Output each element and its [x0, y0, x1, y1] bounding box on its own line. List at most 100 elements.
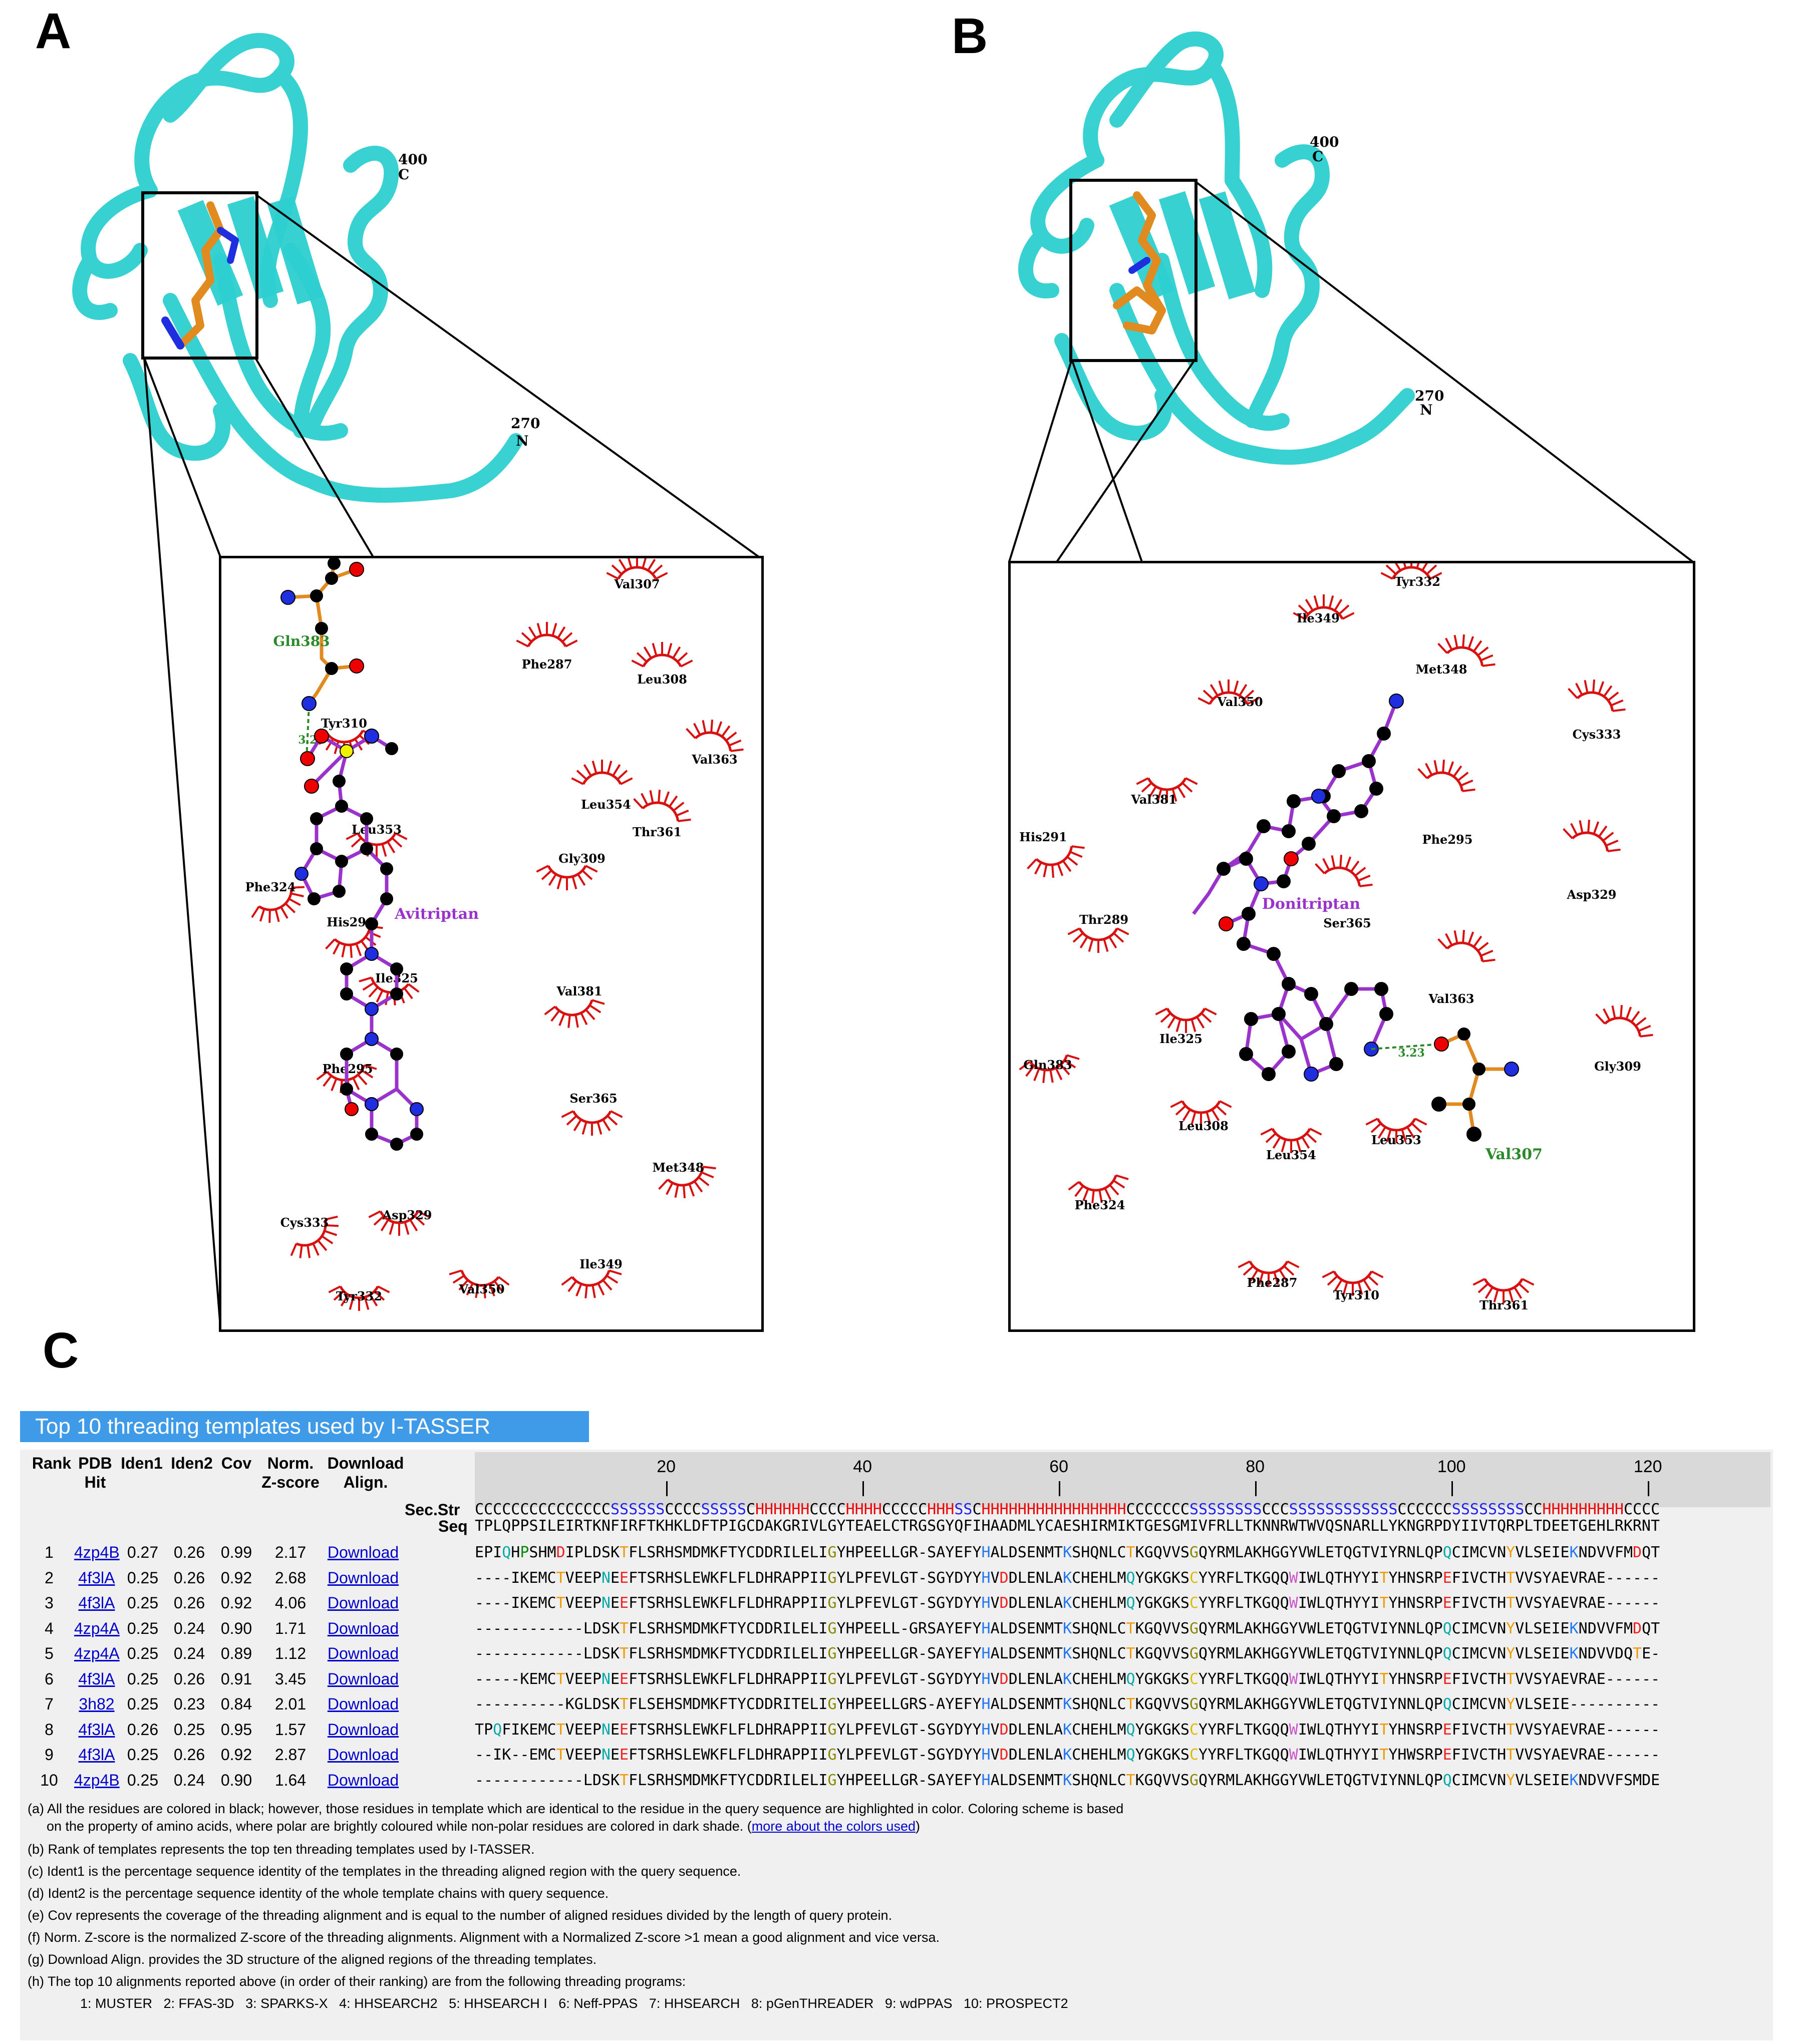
atom	[390, 1138, 403, 1151]
alignment-char: V	[1515, 1619, 1525, 1637]
row-z: 1.12	[274, 1644, 307, 1662]
pdb-hit-link[interactable]: 4f3lA	[78, 1568, 115, 1587]
download-link[interactable]: Download	[327, 1669, 399, 1688]
alignment-char: N	[601, 1670, 611, 1688]
atom	[390, 962, 403, 975]
alignment-char: Q	[1424, 1645, 1434, 1662]
alignment-sequence: TPQFIKEMCTVEEPNEEFTSRHSLEWKFLFLDHRAPPIIG…	[475, 1721, 1660, 1739]
alignment-char: Y	[1506, 1645, 1516, 1662]
alignment-char: L	[638, 1619, 647, 1637]
alignment-char: E	[1442, 1594, 1452, 1612]
alignment-char: -	[1623, 1670, 1633, 1688]
alignment-char: Y	[737, 1645, 746, 1662]
alignment-char: H	[764, 1721, 774, 1739]
alignment-char: H	[1099, 1569, 1108, 1587]
alignment-char: V	[1298, 1771, 1307, 1789]
pdb-hit-link[interactable]: 4f3lA	[78, 1720, 115, 1739]
secstr-char: H	[1587, 1501, 1597, 1518]
alignment-char: G	[1280, 1771, 1289, 1789]
pdb-hit-link[interactable]: 4zp4A	[74, 1644, 120, 1662]
alignment-char: M	[1623, 1544, 1633, 1561]
alignment-char: Y	[945, 1645, 955, 1662]
atom	[340, 1083, 353, 1096]
alignment-char: -	[927, 1695, 937, 1713]
hydrophobic-contact-arc	[1198, 679, 1260, 705]
alignment-char: N	[601, 1569, 611, 1587]
alignment-char: Y	[1388, 1670, 1398, 1688]
download-link[interactable]: Download	[327, 1720, 399, 1739]
alignment-char: H	[665, 1721, 674, 1739]
alignment-char: T	[909, 1594, 919, 1612]
alignment-char: P	[484, 1721, 493, 1739]
pdb-hit-link[interactable]: 4zp4A	[74, 1619, 120, 1637]
table-area	[20, 1450, 1773, 2040]
alignment-char: F	[1451, 1594, 1461, 1612]
alignment-char: L	[1108, 1544, 1117, 1561]
alignment-char: F	[1451, 1721, 1461, 1739]
residue-label: Leu308	[637, 672, 687, 687]
ruler-tick-label: 100	[1437, 1457, 1466, 1476]
alignment-char: Y	[1199, 1746, 1208, 1764]
alignment-char: M	[1226, 1619, 1235, 1637]
alignment-char: L	[1108, 1746, 1117, 1764]
alignment-char: H	[1099, 1746, 1108, 1764]
alignment-char: -	[511, 1771, 520, 1789]
arc-spokes	[658, 1166, 716, 1198]
alignment-char: H	[1099, 1594, 1108, 1612]
alignment-char: -	[1642, 1746, 1651, 1764]
alignment-char: F	[963, 1771, 973, 1789]
secstr-char: H	[1008, 1501, 1018, 1518]
alignment-char: K	[710, 1544, 719, 1561]
alignment-char: -	[1614, 1721, 1624, 1739]
alignment-char: S	[927, 1721, 937, 1739]
pdb-hit-link[interactable]: 3h82	[79, 1695, 115, 1713]
ruler-tick	[862, 1481, 864, 1496]
residue-label: Leu354	[581, 797, 631, 812]
alignment-char: Q	[1424, 1544, 1434, 1561]
download-link[interactable]: Download	[327, 1594, 399, 1612]
alignment-char: N	[1397, 1645, 1407, 1662]
download-link[interactable]: Download	[327, 1695, 399, 1713]
alignment-char: S	[1533, 1746, 1543, 1764]
alignment-char: G	[1280, 1695, 1289, 1713]
alignment-char: V	[1488, 1619, 1498, 1637]
alignment-char: Y	[1199, 1594, 1208, 1612]
alignment-char: P	[520, 1544, 529, 1561]
download-link[interactable]: Download	[327, 1543, 399, 1561]
alignment-char: G	[1144, 1645, 1153, 1662]
download-link[interactable]: Download	[327, 1619, 399, 1637]
secstr-label: Sec.Str	[405, 1501, 460, 1519]
pdb-hit-link[interactable]: 4zp4B	[74, 1771, 120, 1789]
alignment-char: C	[1117, 1619, 1126, 1637]
download-link[interactable]: Download	[327, 1568, 399, 1587]
alignment-char: L	[881, 1771, 891, 1789]
alignment-char: D	[1008, 1746, 1018, 1764]
pdb-hit-link[interactable]: 4zp4B	[74, 1543, 120, 1561]
term-n-b: N	[1420, 402, 1433, 418]
alignment-char: V	[1162, 1771, 1171, 1789]
pdb-hit-link[interactable]: 4f3lA	[78, 1746, 115, 1764]
alignment-char: P	[854, 1771, 864, 1789]
download-link[interactable]: Download	[327, 1771, 399, 1789]
pdb-hit-link[interactable]: 4f3lA	[78, 1594, 115, 1612]
pdb-hit-link[interactable]: 4f3lA	[78, 1669, 115, 1688]
alignment-char: V	[1596, 1771, 1606, 1789]
alignment-char: E	[1026, 1594, 1036, 1612]
alignment-char: L	[1235, 1721, 1244, 1739]
hydrophobic-contact-arc	[606, 554, 668, 580]
download-link[interactable]: Download	[327, 1746, 399, 1764]
alignment-char: V	[1605, 1771, 1615, 1789]
alignment-char: V	[1370, 1544, 1380, 1561]
alignment-char: E	[610, 1594, 620, 1612]
download-link[interactable]: Download	[327, 1644, 399, 1662]
alignment-char: R	[1217, 1721, 1226, 1739]
secstr-char: C	[1144, 1501, 1153, 1518]
colors-link[interactable]: more about the colors used	[751, 1819, 916, 1834]
alignment-char: Y	[836, 1670, 846, 1688]
arc-spokes	[251, 886, 305, 923]
row-iden1: 0.25	[127, 1669, 159, 1688]
ruler-tick-label: 60	[1049, 1457, 1069, 1476]
alignment-char: G	[1280, 1619, 1289, 1637]
alignment-char: A	[936, 1695, 946, 1713]
alignment-char: N	[1099, 1645, 1108, 1662]
